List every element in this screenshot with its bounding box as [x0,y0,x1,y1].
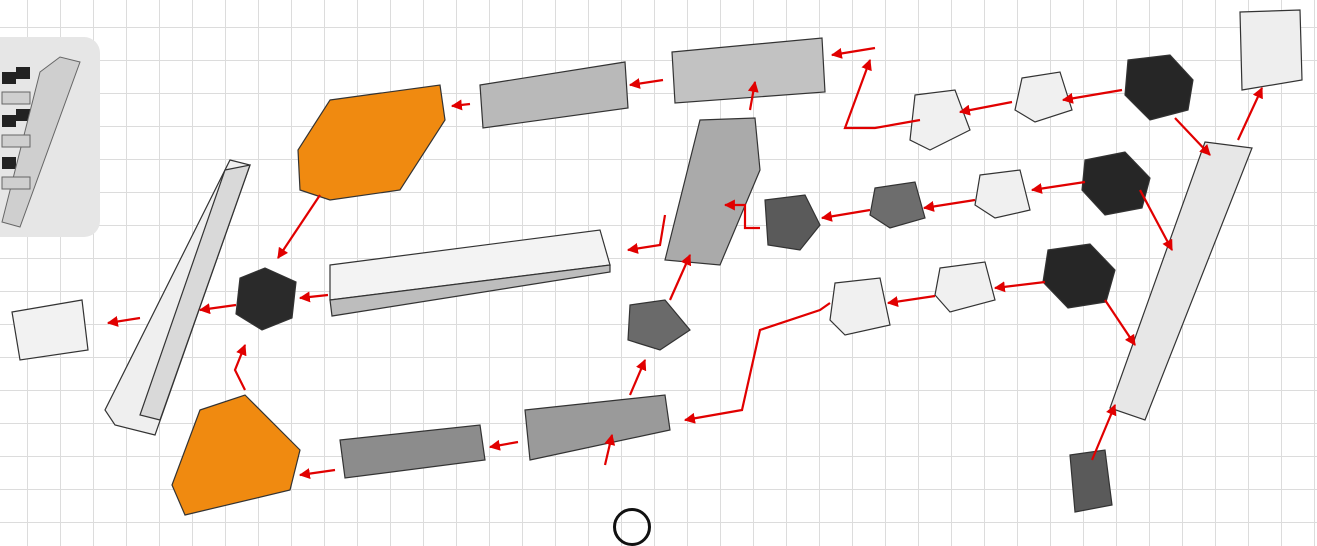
inset-white-block [1,176,31,190]
arrow [747,80,759,111]
arrow [683,302,831,424]
long-white-beam-left-side [139,164,251,421]
arrow [668,253,692,301]
dark-gray-cube-middle [764,194,821,251]
arrow [233,343,247,391]
arrow [830,46,876,59]
gray-beam-bottom-2 [524,394,671,461]
black-hub-left [235,267,297,331]
gray-beam-top-2 [671,37,826,104]
arrow [958,100,1013,116]
inset-black-block [16,67,30,79]
arrow [1237,87,1263,141]
arrow [450,99,471,111]
dark-gray-connector-bottom [1069,449,1113,513]
arrow [1104,299,1136,346]
inset-black-block [2,72,16,84]
assembly-diagram [11,9,1303,516]
inset-white-block [1,91,31,105]
step-number-circle [613,508,651,546]
orange-angle-top [297,84,446,201]
assembly-arrows [106,46,1263,480]
dark-gray-cube-center [869,181,926,229]
white-connector-2 [1014,71,1073,123]
arrow [723,199,760,230]
long-white-beam-right [1109,141,1253,421]
arrow [603,433,616,466]
inset-white-block [1,134,31,148]
arrow [886,294,936,307]
gray-beam-bottom-1 [339,424,486,479]
arrow [1061,88,1123,104]
arrow [1030,180,1086,194]
inset-preview-parts [1,56,81,228]
white-connector-3 [974,169,1031,219]
dark-gray-cube-lower [627,299,691,351]
gray-beam-vertical [664,117,761,266]
inset-preview-panel [0,37,100,237]
white-connector-5 [829,277,891,336]
arrow [198,303,237,315]
arrow [626,214,667,254]
gray-beam-top-1 [479,61,629,129]
black-hub-right-middle [1081,151,1151,216]
white-connector-1 [909,89,971,151]
arrow [298,468,336,480]
arrow [277,194,321,259]
orange-angle-bottom [171,394,301,516]
inset-black-block [2,157,16,169]
white-connector-top-right [1239,9,1303,91]
arrow [106,316,141,327]
end-connector-left [11,299,89,361]
arrow [1090,403,1117,461]
arrow [993,280,1046,293]
arrow [298,291,329,303]
inset-black-block [2,115,16,127]
arrow [1139,189,1173,251]
arrow [922,198,976,212]
white-connector-4 [934,261,996,313]
inset-black-block [16,109,30,121]
arrow [488,439,519,451]
arrow [628,358,647,396]
arrow [820,208,871,222]
arrow [1174,117,1211,156]
arrow [843,58,921,130]
black-hub-right-top [1124,54,1194,121]
arrow [628,78,664,89]
black-hub-right-bottom [1042,243,1116,309]
white-beam-middle-side [329,264,611,317]
